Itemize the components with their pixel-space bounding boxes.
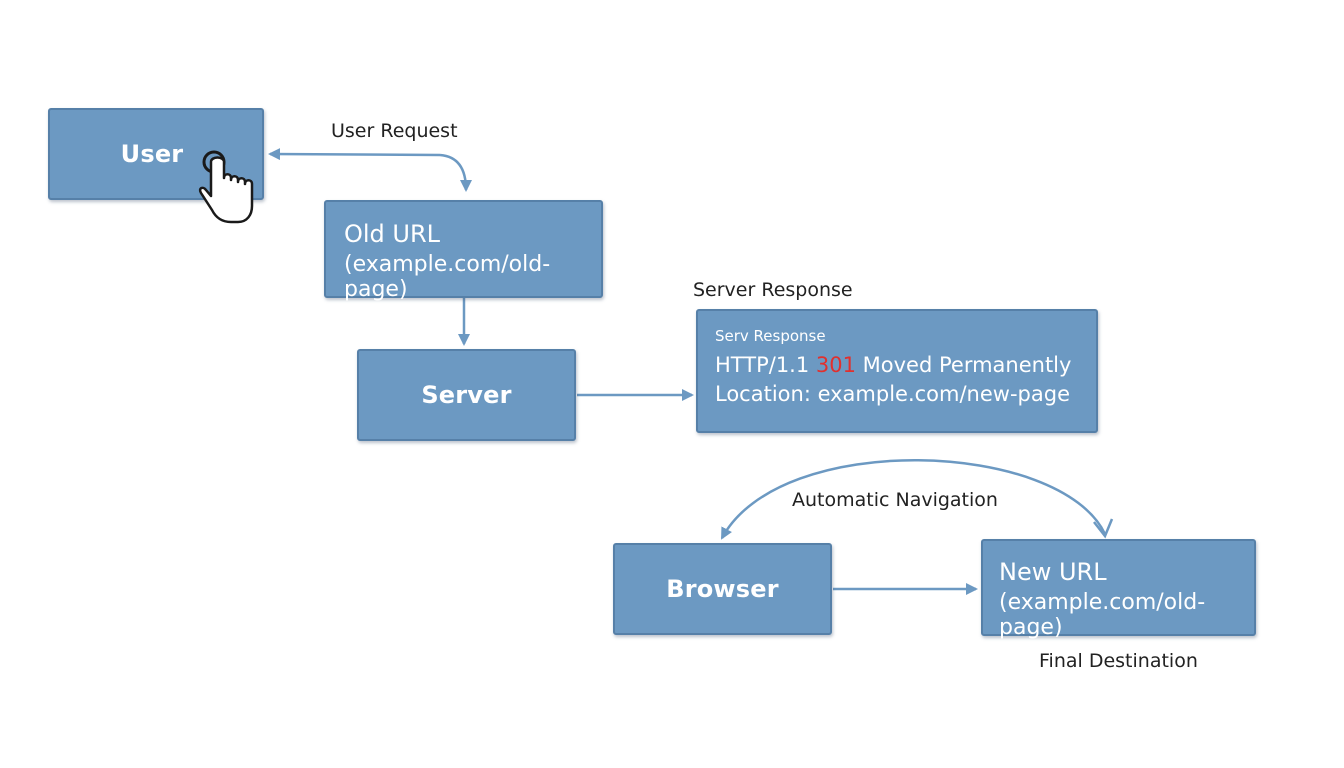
new-url-title: New URL xyxy=(999,558,1107,586)
server-response-label: Server Response xyxy=(693,279,853,301)
old-url-box[interactable]: Old URL (example.com/old-page) xyxy=(324,200,603,302)
response-status-line: HTTP/1.1 301 Moved Permanently xyxy=(715,353,1096,377)
server-box[interactable]: Server xyxy=(357,349,576,441)
automatic-navigation-arc xyxy=(720,459,1107,540)
status-code: 301 xyxy=(815,353,856,377)
response-location-line: Location: example.com/new-page xyxy=(715,382,1070,406)
new-url-address: (example.com/old-page) xyxy=(999,590,1206,640)
automatic-navigation-label: Automatic Navigation xyxy=(792,489,998,511)
server-box-label: Server xyxy=(421,381,512,409)
new-url-box[interactable]: New URL (example.com/old-page) xyxy=(981,539,1256,640)
user-return-arrow xyxy=(268,148,441,161)
user-box-label: User xyxy=(120,140,184,168)
old-url-address: (example.com/old-page) xyxy=(344,252,551,302)
server-response-box[interactable]: Serv Response HTTP/1.1 301 Moved Permane… xyxy=(696,309,1098,433)
status-prefix: HTTP/1.1 xyxy=(715,353,816,377)
automatic-navigation-arc-head-right xyxy=(1093,518,1114,539)
browser-box[interactable]: Browser xyxy=(613,543,832,635)
user-request-label: User Request xyxy=(331,120,458,142)
old-url-title: Old URL xyxy=(344,220,441,248)
user-request-arrow xyxy=(439,153,472,192)
hand-pointer-icon xyxy=(198,150,254,224)
final-destination-label: Final Destination xyxy=(1039,650,1198,672)
response-heading: Serv Response xyxy=(715,327,826,345)
status-suffix: Moved Permanently xyxy=(855,353,1072,377)
browser-box-label: Browser xyxy=(666,575,779,603)
